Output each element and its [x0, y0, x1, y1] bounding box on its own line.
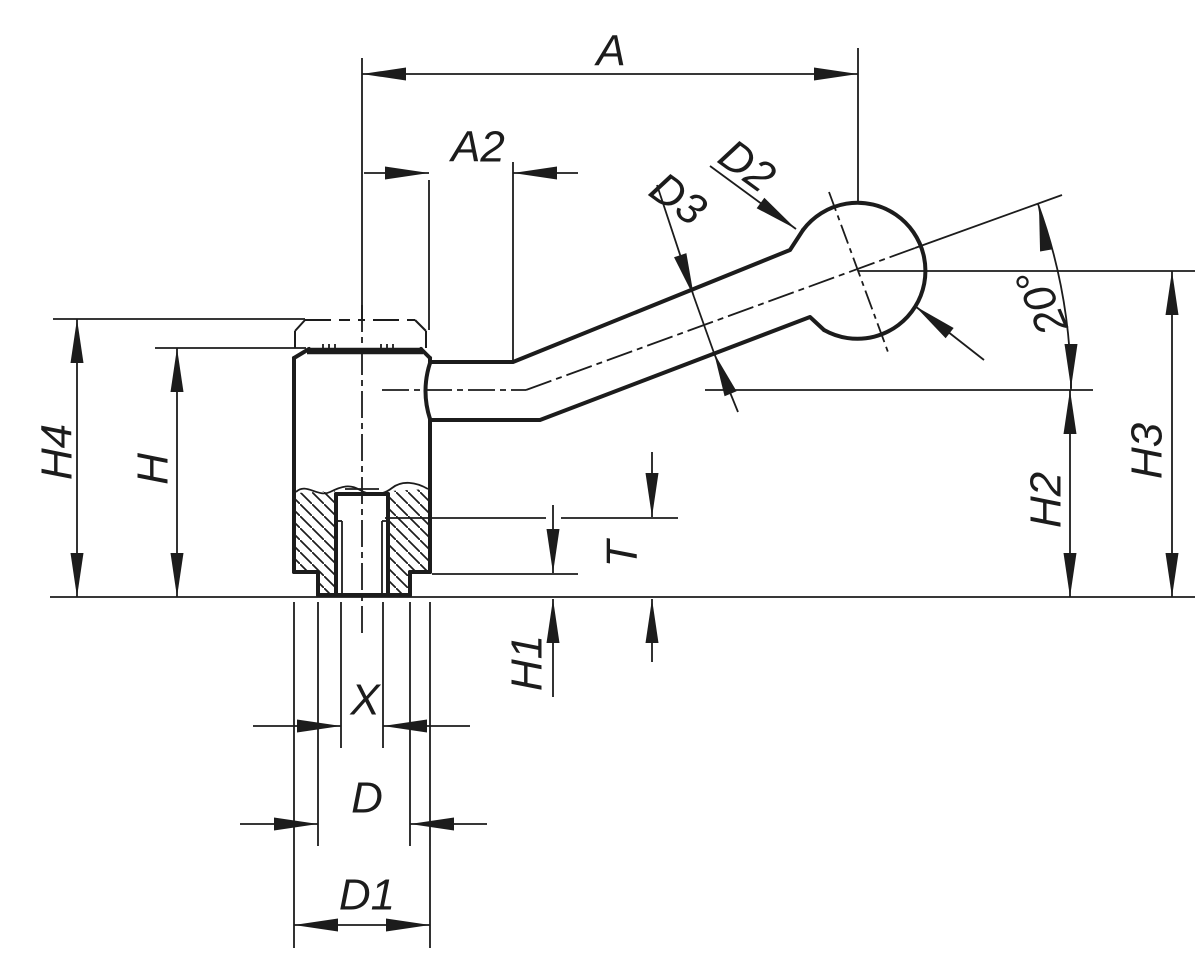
- dim-label-d: D: [351, 774, 383, 823]
- ball-perpendicular-centerline: [828, 191, 889, 353]
- dim-label-h1: H1: [503, 635, 552, 691]
- dim-label-x: X: [349, 676, 381, 725]
- dim-label-d3: D3: [641, 163, 716, 236]
- leader-d2-lower: [914, 305, 985, 361]
- dim-label-t: T: [598, 537, 647, 567]
- phantom-chamfer-left: [294, 319, 306, 332]
- ball-knob-outline: [801, 200, 928, 341]
- angle-inclined-reference: [914, 194, 1063, 249]
- dim-label-a: A: [593, 27, 625, 76]
- angle-arc-arrow-top: [1038, 206, 1053, 252]
- raised-position-phantom-outline: [294, 319, 427, 348]
- dim-label-h2: H2: [1022, 472, 1071, 528]
- lever-arm-bottom-surface: [430, 315, 826, 422]
- leader-d3-upper: [656, 184, 695, 298]
- section-hatching: [296, 489, 428, 594]
- phantom-chamfer-right: [414, 319, 427, 332]
- leader-d3-lower: [713, 352, 739, 413]
- serration-ticks: [322, 344, 394, 352]
- dim-label-h4: H4: [33, 424, 82, 480]
- leader-d3-cross: [693, 296, 715, 354]
- dim-label-d1: D1: [339, 871, 395, 920]
- lever-arm-top-surface: [428, 228, 805, 364]
- hatch-left-wall: [296, 491, 335, 594]
- dimension-labels: A A2 D2 D3 20° H4 H H1 T H2 H3 X D D1: [33, 27, 1172, 920]
- hatch-right-wall: [389, 489, 428, 594]
- dim-label-a2: A2: [448, 123, 505, 172]
- dim-label-d2: D2: [710, 130, 784, 203]
- lever-body-outline: [292, 200, 928, 597]
- body-chamfer-top-right: [419, 347, 432, 360]
- leader-d2-upper: [709, 165, 797, 230]
- threaded-bore-section: [295, 481, 429, 597]
- dim-label-h3: H3: [1123, 422, 1172, 479]
- body-chamfer-top-left: [292, 347, 311, 360]
- lever-root-fillet: [423, 361, 432, 421]
- dimension-lines: [70, 67, 1179, 932]
- lever-axis-inclined-centerline: [525, 247, 916, 391]
- center-lines: [361, 191, 916, 633]
- dim-label-h: H: [129, 453, 178, 485]
- break-line-wavy: [295, 481, 429, 496]
